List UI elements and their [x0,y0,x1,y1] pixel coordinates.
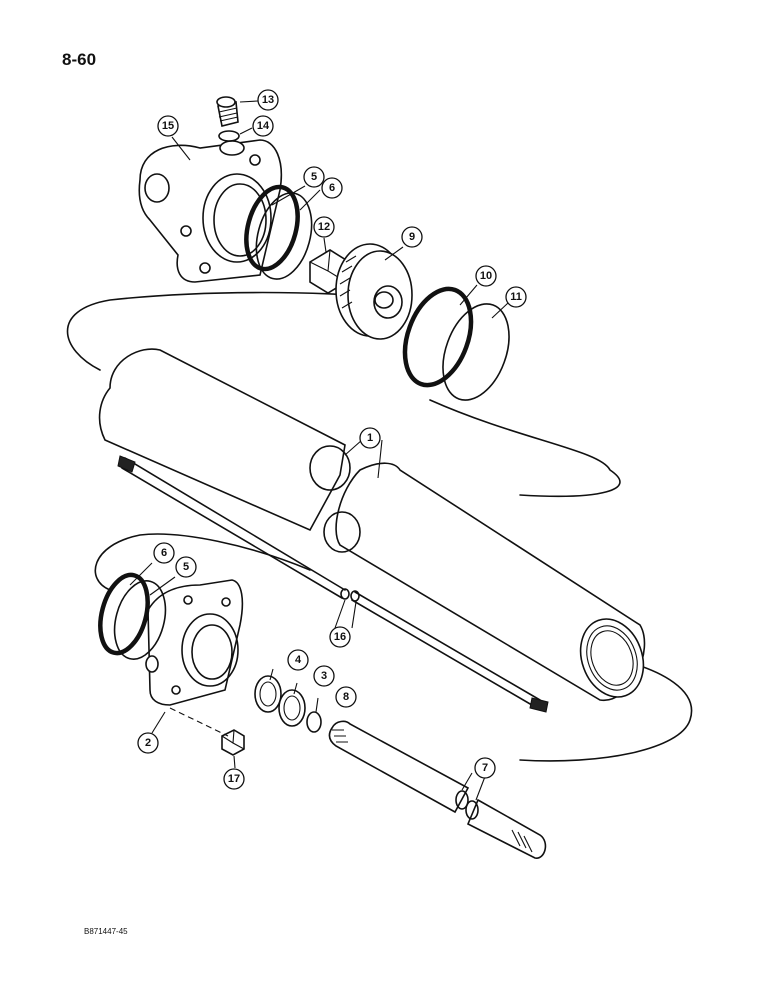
callout: 15 [157,115,179,137]
callout: 12 [313,216,335,238]
lower-end-cap [145,579,244,706]
callout: 8 [335,686,357,708]
callout: 2 [137,732,159,754]
svg-text:15: 15 [162,120,174,132]
page-number: 8-60 [62,50,97,69]
svg-text:17: 17 [228,773,240,785]
svg-text:12: 12 [318,221,330,233]
callout: 6 [153,542,175,564]
piston-ring [402,286,474,388]
svg-text:2: 2 [145,737,151,749]
callout: 17 [223,768,245,790]
svg-text:9: 9 [409,231,415,243]
piston [335,243,413,340]
svg-text:16: 16 [334,631,346,643]
upper-end-cap [138,139,283,283]
nut-lower [169,707,245,756]
svg-text:6: 6 [161,547,167,559]
plug [216,96,239,127]
svg-text:13: 13 [262,94,274,106]
svg-text:4: 4 [295,654,302,666]
callout: 5 [303,166,325,188]
callout: 6 [321,177,343,199]
svg-text:10: 10 [480,270,492,282]
callout: 5 [175,556,197,578]
svg-text:8: 8 [343,691,349,703]
svg-text:6: 6 [329,182,335,194]
svg-text:7: 7 [482,762,488,774]
callout: 7 [474,757,496,779]
piston-rod [328,720,547,859]
callout: 1 [359,427,381,449]
callout: 10 [475,265,497,287]
callout: 16 [329,626,351,648]
cylinder-tube [98,348,646,701]
svg-text:3: 3 [321,670,327,682]
callout: 3 [313,665,335,687]
svg-text:1: 1 [367,432,373,444]
svg-text:14: 14 [257,120,270,132]
wear-ring [442,303,510,401]
rod-seal [278,689,306,727]
svg-text:5: 5 [183,561,189,573]
drawing-code: B871447-45 [84,927,128,936]
backup-ring-lower [98,572,150,656]
callout: 11 [505,286,527,308]
tie-rod [117,455,549,713]
rod-o-ring [306,711,322,733]
callout: 14 [252,115,274,137]
o-ring-upper [255,192,313,280]
o-ring-lower [113,580,167,660]
leader-lines [129,100,509,801]
wiper-ring [254,675,282,713]
outline-loop [66,291,693,762]
svg-text:11: 11 [510,291,522,303]
callout: 4 [287,649,309,671]
callout: 9 [401,226,423,248]
callout: 13 [257,89,279,111]
o-ring-small [218,130,240,142]
svg-text:5: 5 [311,171,317,183]
